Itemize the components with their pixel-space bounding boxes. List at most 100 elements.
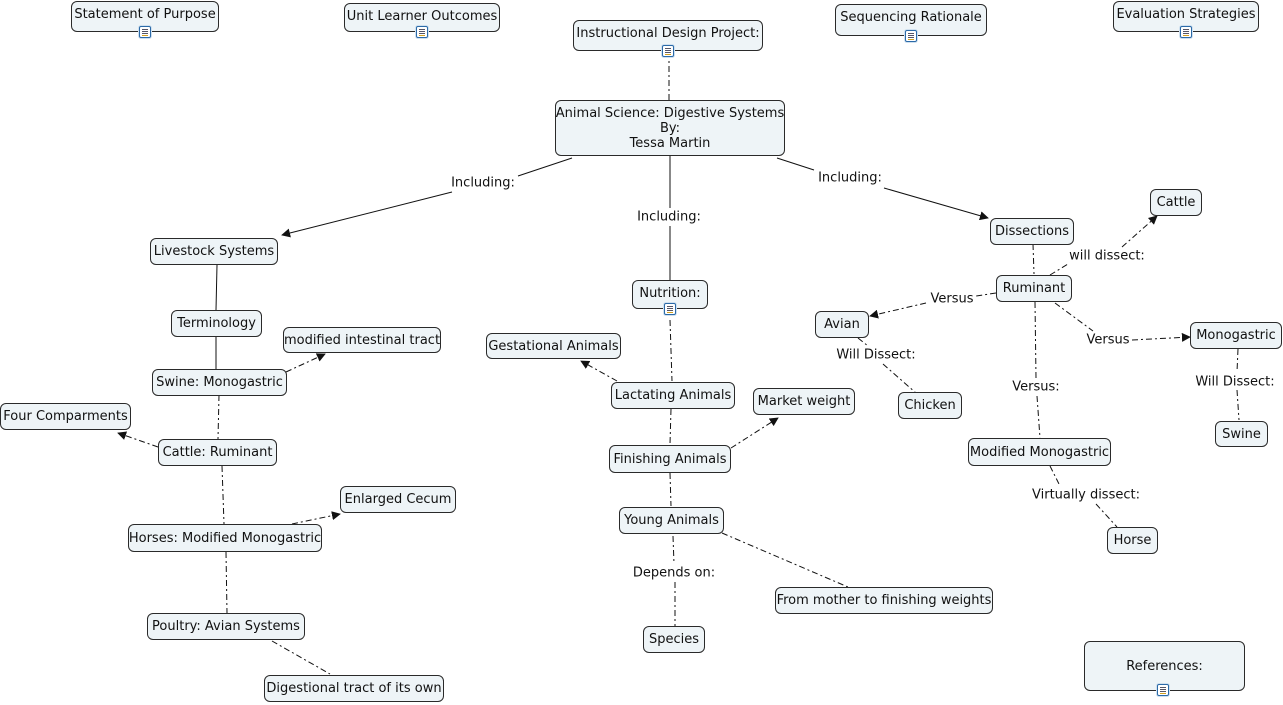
- horses-modified-monogastric-node[interactable]: Horses: Modified Monogastric: [128, 524, 322, 552]
- main-topic-node[interactable]: Animal Science: Digestive Systems By: Te…: [555, 100, 785, 156]
- link-label-versus-avian: Versus: [928, 291, 976, 307]
- references-label: References:: [1126, 658, 1203, 674]
- link-avian-willdissect: [857, 337, 869, 347]
- species-label: Species: [648, 632, 700, 647]
- ruminant-node[interactable]: Ruminant: [996, 275, 1072, 302]
- dissections-node[interactable]: Dissections: [990, 218, 1074, 245]
- from-mother-label: From mother to finishing weights: [776, 593, 992, 608]
- link-label-versus-mono: Versus: [1084, 332, 1132, 348]
- avian-node[interactable]: Avian: [815, 311, 869, 338]
- horses-modified-monogastric-label: Horses: Modified Monogastric: [128, 530, 322, 546]
- document-icon[interactable]: [664, 303, 676, 315]
- lactating-animals-label: Lactating Animals: [614, 388, 732, 403]
- modified-monogastric-node[interactable]: Modified Monogastric: [968, 438, 1111, 466]
- cattle-node[interactable]: Cattle: [1150, 189, 1202, 216]
- link-willdissect-chicken: [882, 363, 917, 394]
- gestational-animals-label: Gestational Animals: [488, 338, 619, 354]
- link-dissections-ruminant: [1032, 243, 1035, 275]
- link-including-right-dissections: [883, 187, 989, 221]
- market-weight-label: Market weight: [757, 394, 851, 409]
- market-weight-node[interactable]: Market weight: [753, 388, 855, 415]
- link-lactating-finishing: [669, 408, 672, 445]
- finishing-animals-label: Finishing Animals: [613, 451, 727, 467]
- swine-node[interactable]: Swine: [1215, 421, 1268, 447]
- document-icon[interactable]: [1157, 684, 1169, 696]
- evaluation-strategies-label: Evaluation Strategies: [1116, 7, 1256, 22]
- terminology-node[interactable]: Terminology: [171, 310, 262, 337]
- document-icon[interactable]: [662, 45, 674, 57]
- link-label-including-right: Including:: [816, 170, 884, 186]
- poultry-avian-systems-label: Poultry: Avian Systems: [152, 619, 300, 634]
- link-willdissect-cattle: [1121, 215, 1158, 248]
- young-animals-node[interactable]: Young Animals: [619, 507, 724, 534]
- statement-of-purpose-node[interactable]: Statement of Purpose: [71, 1, 219, 32]
- link-label-will-dissect-swine: Will Dissect:: [1193, 374, 1277, 390]
- young-animals-label: Young Animals: [624, 513, 719, 528]
- poultry-avian-systems-node[interactable]: Poultry: Avian Systems: [147, 613, 305, 640]
- link-label-versus-modified: Versus:: [1010, 379, 1062, 395]
- link-cattle-horses: [221, 465, 225, 525]
- link-ruminant-versus-mono: [1054, 302, 1094, 332]
- instructional-design-label: Instructional Design Project:: [576, 26, 760, 41]
- unit-learner-outcomes-label: Unit Learner Outcomes: [346, 9, 498, 24]
- link-nutrition-lactating: [669, 319, 673, 382]
- digestional-tract-label: Digestional tract of its own: [266, 681, 442, 696]
- document-icon[interactable]: [139, 26, 151, 38]
- link-lactating-gestational: [580, 360, 618, 382]
- livestock-systems-node[interactable]: Livestock Systems: [150, 238, 278, 265]
- link-label-will-dissect-cattle: will dissect:: [1067, 248, 1147, 264]
- monogastric-node[interactable]: Monogastric: [1190, 322, 1282, 349]
- link-versus-mono: [1131, 332, 1191, 342]
- link-label-including-left: Including:: [449, 175, 517, 191]
- modified-monogastric-label: Modified Monogastric: [969, 444, 1110, 460]
- link-versus-avian: [869, 302, 927, 319]
- chicken-node[interactable]: Chicken: [898, 392, 962, 419]
- enlarged-cecum-node[interactable]: Enlarged Cecum: [340, 486, 456, 513]
- finishing-animals-node[interactable]: Finishing Animals: [609, 445, 731, 473]
- document-icon[interactable]: [1180, 26, 1192, 38]
- swine-label: Swine: [1222, 426, 1261, 442]
- link-swine-modified-tract: [285, 353, 326, 373]
- link-ruminant-willdissect: [1049, 263, 1069, 276]
- link-main-including-left: [517, 157, 573, 177]
- link-label-depends-on: Depends on:: [630, 565, 718, 581]
- from-mother-node[interactable]: From mother to finishing weights: [775, 587, 993, 614]
- avian-label: Avian: [824, 317, 860, 332]
- references-node[interactable]: References:: [1084, 641, 1245, 691]
- link-label-will-dissect-chicken: Will Dissect:: [834, 347, 918, 363]
- species-node[interactable]: Species: [643, 626, 705, 653]
- link-label-virtually-dissect: Virtually dissect:: [1030, 487, 1142, 503]
- main-topic-author: Tessa Martin: [629, 135, 711, 151]
- link-finishing-young: [669, 472, 672, 507]
- link-horses-cecum: [291, 511, 341, 525]
- modified-intestinal-tract-node[interactable]: modified intestinal tract: [283, 327, 441, 353]
- link-label-including-mid: Including:: [635, 209, 703, 225]
- main-topic-title: Animal Science: Digestive Systems: [555, 105, 785, 121]
- cattle-ruminant-node[interactable]: Cattle: Ruminant: [158, 439, 277, 466]
- horse-label: Horse: [1113, 533, 1152, 548]
- statement-of-purpose-label: Statement of Purpose: [74, 7, 216, 22]
- gestational-animals-node[interactable]: Gestational Animals: [486, 333, 621, 359]
- link-young-depends: [672, 535, 675, 565]
- monogastric-label: Monogastric: [1196, 328, 1276, 343]
- link-ruminant-versus-mod: [1034, 301, 1037, 379]
- swine-monogastric-node[interactable]: Swine: Monogastric: [152, 369, 287, 396]
- lactating-animals-node[interactable]: Lactating Animals: [611, 382, 735, 409]
- horse-node[interactable]: Horse: [1107, 527, 1158, 554]
- sequencing-rationale-label: Sequencing Rationale: [840, 10, 982, 25]
- link-poultry-digestional: [271, 640, 331, 675]
- four-compartments-label: Four Comparments: [3, 409, 128, 424]
- document-icon[interactable]: [905, 30, 917, 42]
- link-horses-poultry: [225, 551, 228, 614]
- four-compartments-node[interactable]: Four Comparments: [0, 403, 131, 430]
- link-ruminant-versus-avian: [975, 292, 997, 297]
- cattle-label: Cattle: [1156, 195, 1196, 210]
- link-cattle-four: [117, 431, 159, 448]
- link-virtually-horse: [1095, 503, 1118, 528]
- link-including-left-livestock: [281, 191, 453, 238]
- chicken-label: Chicken: [904, 398, 956, 413]
- swine-monogastric-label: Swine: Monogastric: [156, 375, 283, 390]
- link-swine-cattle: [217, 394, 220, 440]
- digestional-tract-node[interactable]: Digestional tract of its own: [264, 675, 444, 702]
- document-icon[interactable]: [416, 26, 428, 38]
